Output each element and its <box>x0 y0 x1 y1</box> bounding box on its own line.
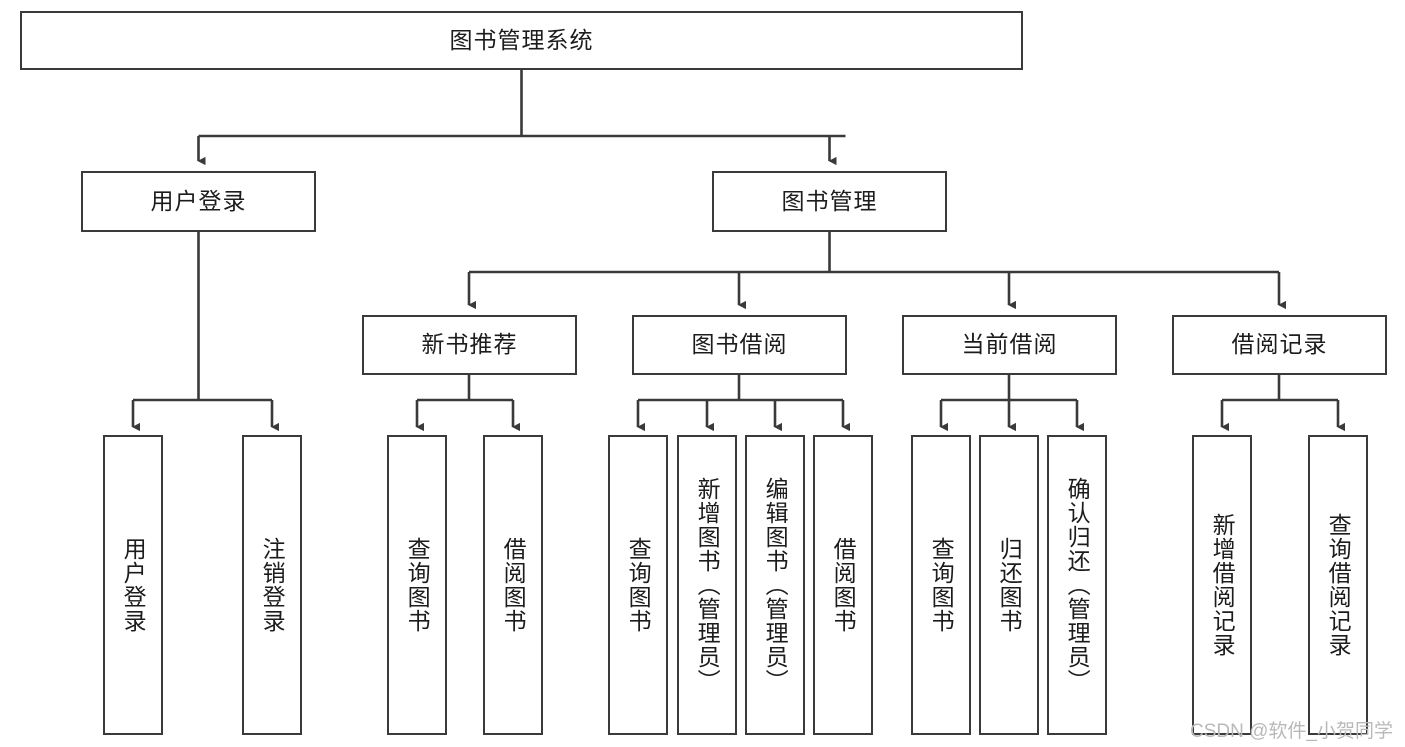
leaf-user-login-label: 用户登录 <box>120 537 147 633</box>
leaf-confirm-return-admin-label: 确认归还（管理员） <box>1064 477 1091 693</box>
node-book-borrow[interactable]: 图书借阅 <box>632 315 847 375</box>
leaf-query-book-recommend[interactable]: 查询图书 <box>387 435 447 735</box>
node-user-login[interactable]: 用户登录 <box>81 171 316 232</box>
node-new-book-recommend[interactable]: 新书推荐 <box>362 315 577 375</box>
node-book-management-label: 图书管理 <box>781 187 878 214</box>
leaf-user-login[interactable]: 用户登录 <box>103 435 163 735</box>
node-borrow-record[interactable]: 借阅记录 <box>1172 315 1387 375</box>
leaf-borrow-book[interactable]: 借阅图书 <box>813 435 873 735</box>
leaf-query-book-borrow[interactable]: 查询图书 <box>608 435 668 735</box>
leaf-logout-label: 注销登录 <box>259 537 286 633</box>
node-user-login-label: 用户登录 <box>150 187 247 214</box>
leaf-add-borrow-record-label: 新增借阅记录 <box>1209 513 1236 657</box>
leaf-edit-book-admin-label: 编辑图书（管理员） <box>762 477 789 693</box>
node-borrow-record-label: 借阅记录 <box>1231 331 1328 358</box>
leaf-add-borrow-record[interactable]: 新增借阅记录 <box>1192 435 1252 735</box>
node-current-borrow-label: 当前借阅 <box>961 331 1058 358</box>
leaf-query-book-borrow-label: 查询图书 <box>625 537 652 633</box>
node-book-borrow-label: 图书借阅 <box>691 331 788 358</box>
leaf-query-borrow-record-label: 查询借阅记录 <box>1325 513 1352 657</box>
node-book-management[interactable]: 图书管理 <box>712 171 947 232</box>
leaf-add-book-admin-label: 新增图书（管理员） <box>694 477 721 693</box>
leaf-return-book-label: 归还图书 <box>996 537 1023 633</box>
leaf-borrow-book-recommend[interactable]: 借阅图书 <box>483 435 543 735</box>
leaf-query-book-recommend-label: 查询图书 <box>404 537 431 633</box>
leaf-logout[interactable]: 注销登录 <box>242 435 302 735</box>
node-current-borrow[interactable]: 当前借阅 <box>902 315 1117 375</box>
watermark: CSDN @软件_小贺同学 <box>1190 721 1393 742</box>
leaf-query-book-current[interactable]: 查询图书 <box>911 435 971 735</box>
leaf-query-borrow-record[interactable]: 查询借阅记录 <box>1308 435 1368 735</box>
leaf-add-book-admin[interactable]: 新增图书（管理员） <box>677 435 737 735</box>
leaf-borrow-book-label: 借阅图书 <box>830 537 857 633</box>
leaf-borrow-book-recommend-label: 借阅图书 <box>500 537 527 633</box>
node-root-label: 图书管理系统 <box>449 26 594 53</box>
node-new-book-recommend-label: 新书推荐 <box>421 331 518 358</box>
leaf-return-book[interactable]: 归还图书 <box>979 435 1039 735</box>
leaf-edit-book-admin[interactable]: 编辑图书（管理员） <box>745 435 805 735</box>
leaf-query-book-current-label: 查询图书 <box>928 537 955 633</box>
leaf-confirm-return-admin[interactable]: 确认归还（管理员） <box>1047 435 1107 735</box>
node-root[interactable]: 图书管理系统 <box>20 11 1023 70</box>
